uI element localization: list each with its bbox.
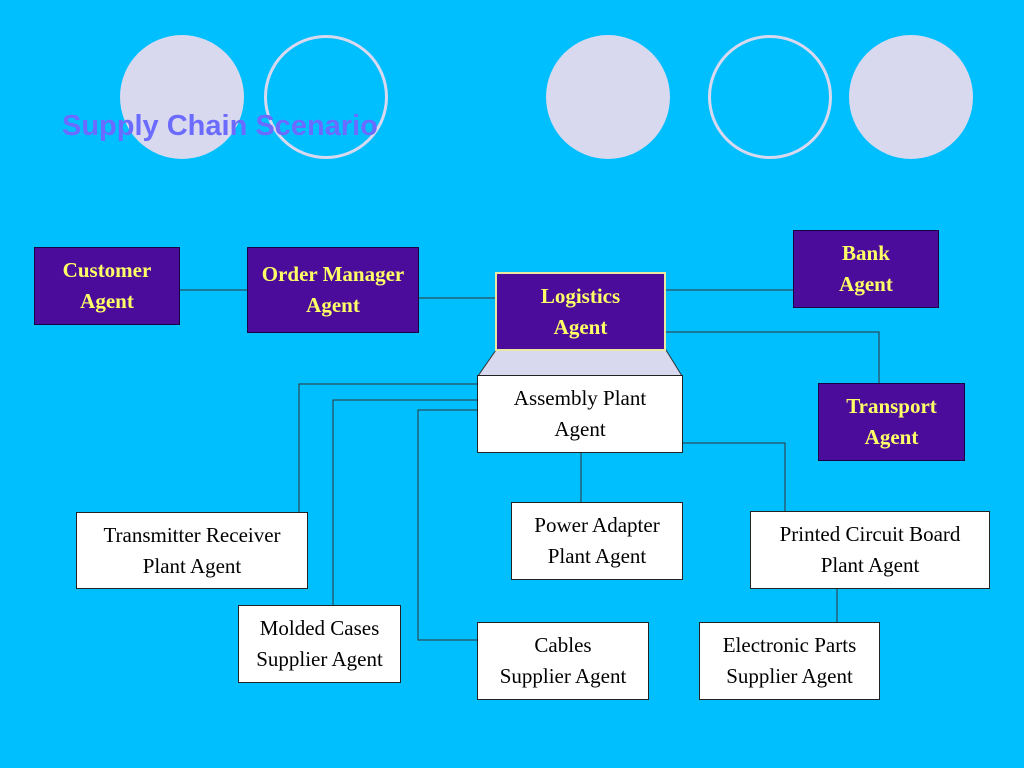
decor-circle-1 <box>120 35 244 159</box>
bank-agent-box: Bank Agent <box>793 230 939 308</box>
assembly-plant-agent-label: Assembly Plant Agent <box>513 386 647 441</box>
connector-logistics-transport <box>666 331 880 384</box>
transmitter-receiver-plant-agent-label: Transmitter Receiver Plant Agent <box>103 522 281 578</box>
cables-supplier-agent-box: Cables Supplier Agent <box>477 622 649 700</box>
customer-agent-label: Customer Agent <box>62 258 152 313</box>
bank-agent-label: Bank Agent <box>839 241 893 296</box>
molded-cases-supplier-agent-label: Molded Cases Supplier Agent <box>256 616 383 671</box>
connector-assembly-pcb <box>683 442 786 512</box>
logistics-agent-box: Logistics Agent <box>495 272 666 351</box>
transport-agent-box: Transport Agent <box>818 383 965 461</box>
electronic-parts-supplier-agent-label: Electronic Parts Supplier Agent <box>722 633 857 688</box>
decor-circle-2 <box>546 35 670 159</box>
logistics-agent-label: Logistics Agent <box>540 283 621 339</box>
decor-ring-2 <box>708 35 832 159</box>
power-adapter-plant-agent-box: Power Adapter Plant Agent <box>511 502 683 580</box>
transport-agent-label: Transport Agent <box>846 394 937 449</box>
electronic-parts-supplier-agent-box: Electronic Parts Supplier Agent <box>699 622 880 700</box>
customer-agent-box: Customer Agent <box>34 247 180 325</box>
pcb-plant-agent-box: Printed Circuit Board Plant Agent <box>750 511 990 589</box>
transmitter-receiver-plant-agent-box: Transmitter Receiver Plant Agent <box>76 512 308 589</box>
molded-cases-supplier-agent-box: Molded Cases Supplier Agent <box>238 605 401 683</box>
connector-assembly-molded <box>332 399 478 606</box>
order-manager-agent-label: Order Manager Agent <box>261 262 405 317</box>
slide-title: Supply Chain Scenario <box>62 110 378 142</box>
connector-assembly-transmitter <box>298 383 478 513</box>
assembly-plant-agent-box: Assembly Plant Agent <box>477 375 683 453</box>
decor-ring-1 <box>264 35 388 159</box>
cables-supplier-agent-label: Cables Supplier Agent <box>499 633 627 688</box>
pcb-plant-agent-label: Printed Circuit Board Plant Agent <box>779 522 961 577</box>
power-adapter-plant-agent-label: Power Adapter Plant Agent <box>534 513 660 568</box>
order-manager-agent-box: Order Manager Agent <box>247 247 419 333</box>
connector-assembly-cables <box>417 409 478 641</box>
logistics-trapezoid <box>477 349 683 377</box>
decor-circle-3 <box>849 35 973 159</box>
